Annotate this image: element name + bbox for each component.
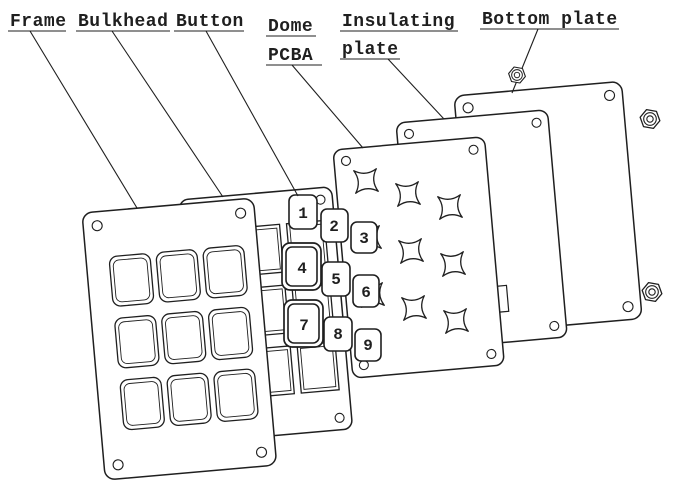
key-opening-inner [118, 319, 156, 365]
screw-hole [91, 220, 103, 232]
key-opening [202, 245, 248, 299]
label-frame: Frame [10, 12, 67, 32]
screw-hole [549, 320, 560, 332]
key-opening [161, 310, 207, 365]
label-button: Button [176, 12, 244, 32]
label-bulkhead: Bulkhead [78, 12, 168, 32]
key-opening [155, 249, 201, 303]
label-insulating: Insulating [342, 12, 455, 32]
keycap [323, 316, 353, 352]
key-label: 4 [297, 260, 307, 278]
key-opening [108, 253, 155, 307]
dome-contact-star [398, 238, 424, 264]
keycap [350, 221, 378, 254]
key-2: 2 [320, 208, 349, 243]
frame-key-openings [108, 245, 259, 431]
key-1: 1 [288, 194, 318, 230]
key-opening-inner [159, 253, 198, 299]
dome-contact-star [440, 251, 466, 277]
key-opening-inner [165, 315, 203, 360]
screw-hole [403, 128, 415, 139]
key-opening [213, 368, 259, 422]
bottom-plate-leader-line [511, 28, 539, 94]
frame-leader-line [29, 30, 138, 209]
label-dome: Dome [268, 17, 313, 37]
label-insulating-plate: plate [342, 40, 399, 60]
key-label: 5 [331, 271, 341, 289]
keycap [352, 274, 380, 308]
screw-hole [340, 155, 352, 166]
key-8: 8 [323, 316, 353, 352]
dome-contact-star [395, 181, 421, 207]
hex-nut-right-lower [641, 281, 663, 303]
dome-contact-star [437, 194, 463, 220]
nut-thread-hole [646, 115, 654, 123]
keypad-buttons: 1 2 3 4 5 6 7 8 [281, 194, 382, 362]
key-opening [166, 372, 212, 427]
key-opening-inner [211, 311, 250, 356]
key-label: 2 [329, 218, 339, 236]
hex-nut-right-upper [639, 108, 661, 130]
label-bottom-plate: Bottom plate [482, 10, 618, 30]
screw-hole [622, 301, 634, 313]
screw-hole [462, 102, 474, 114]
key-5: 5 [321, 261, 351, 297]
key-opening [114, 315, 160, 369]
key-opening-inner [123, 381, 162, 426]
screw-hole [235, 207, 247, 219]
screw-hole [468, 144, 479, 155]
key-opening [207, 306, 254, 361]
key-label: 8 [333, 326, 343, 344]
key-9: 9 [354, 328, 382, 362]
key-opening-inner [206, 249, 244, 295]
label-pcba: PCBA [268, 46, 313, 66]
keycap [354, 328, 382, 362]
key-opening-inner [217, 372, 255, 418]
key-6: 6 [352, 274, 380, 308]
key-label: 1 [298, 205, 308, 223]
keycap [285, 246, 318, 287]
keycap [287, 303, 320, 344]
keycap [288, 194, 318, 230]
key-4: 4 [281, 242, 322, 291]
button-leader-line [205, 30, 299, 197]
insulating-leader-line [387, 58, 445, 120]
dome-contact-star [401, 295, 427, 321]
screw-hole [255, 446, 268, 458]
key-7: 7 [283, 299, 324, 348]
key-3: 3 [350, 221, 378, 254]
dome-leader-line [291, 64, 364, 149]
callouts: Frame Bulkhead Button Dome PCBA Insulati… [8, 10, 619, 209]
key-label: 3 [359, 230, 369, 248]
key-label: 6 [361, 284, 371, 302]
dome-contact-star [353, 168, 379, 194]
dome-contact-star [443, 308, 469, 334]
frame-plate [82, 198, 277, 480]
nut-thread-hole [648, 288, 656, 296]
screw-hole [486, 348, 497, 360]
bulkhead-leader-line [111, 30, 224, 198]
key-opening [119, 376, 165, 431]
screw-hole [334, 412, 345, 423]
nut-thread-hole [513, 71, 521, 79]
key-label: 7 [299, 317, 309, 335]
keycap [320, 208, 349, 243]
key-label: 9 [363, 337, 373, 355]
screw-hole [112, 459, 124, 471]
key-opening-inner [170, 377, 208, 422]
screw-hole [603, 89, 616, 101]
hex-nut-top [508, 66, 526, 84]
key-opening-inner [112, 257, 151, 303]
keycap [321, 261, 351, 297]
screw-hole [531, 117, 542, 128]
